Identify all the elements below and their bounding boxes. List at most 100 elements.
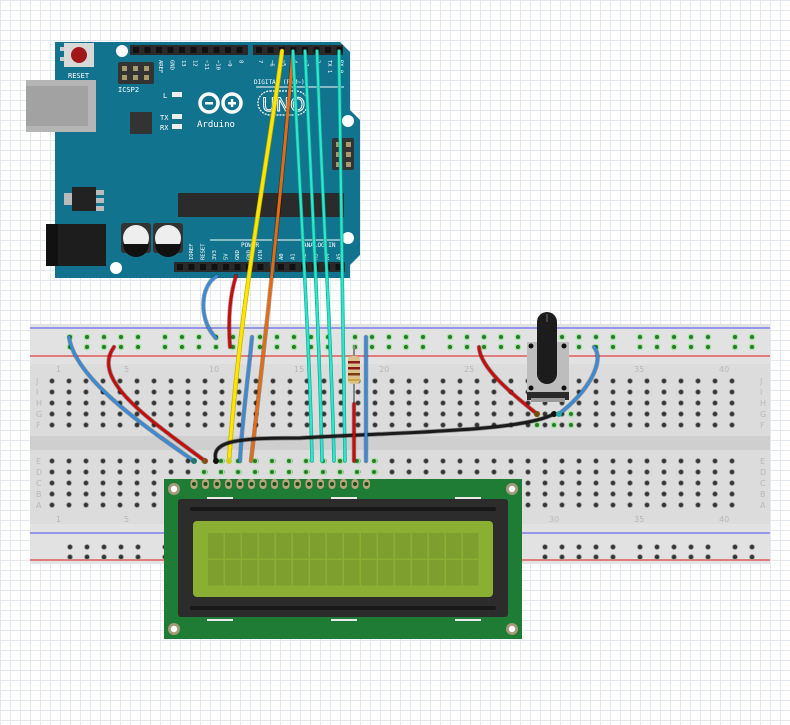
lcd-character-cell bbox=[463, 533, 479, 559]
column-number: 20 bbox=[379, 365, 389, 374]
breadboard-hole bbox=[695, 491, 701, 497]
breadboard-hole bbox=[712, 389, 718, 395]
header-pin[interactable] bbox=[256, 47, 262, 53]
breadboard-hole bbox=[185, 378, 191, 384]
breadboard-hole bbox=[219, 411, 225, 417]
lcd-character-cell bbox=[361, 560, 377, 586]
breadboard-hole bbox=[712, 400, 718, 406]
breadboard-hole bbox=[168, 422, 174, 428]
breadboard-hole bbox=[338, 411, 344, 417]
wire-5v-to-rail[interactable] bbox=[201, 273, 220, 341]
breadboard-hole bbox=[185, 469, 191, 475]
pin-label: ~10 bbox=[215, 60, 221, 70]
breadboard-hole bbox=[644, 389, 650, 395]
header-pin[interactable] bbox=[325, 47, 331, 53]
header-pin[interactable] bbox=[225, 47, 231, 53]
breadboard-hole bbox=[610, 458, 616, 464]
breadboard-hole bbox=[610, 400, 616, 406]
rail-hole bbox=[542, 554, 548, 560]
row-letter: J bbox=[759, 377, 762, 386]
lcd-character-cell bbox=[310, 560, 326, 586]
wire-lcd-vdd-to-5v[interactable] bbox=[106, 344, 208, 464]
potentiometer-knob[interactable] bbox=[537, 312, 557, 384]
breadboard-hole bbox=[644, 480, 650, 486]
header-pin[interactable] bbox=[236, 47, 243, 53]
breadboard-hole bbox=[355, 411, 361, 417]
wire-pin3-to-lcd-d6[interactable] bbox=[315, 49, 336, 463]
header-pin[interactable] bbox=[133, 47, 139, 53]
breadboard-hole bbox=[474, 378, 480, 384]
header-pin[interactable] bbox=[188, 264, 195, 270]
wire-pin5-to-lcd-d4[interactable] bbox=[291, 49, 314, 463]
wire-pin4-to-lcd-d5[interactable] bbox=[303, 49, 324, 463]
lcd-character-cell bbox=[446, 560, 462, 586]
breadboard-hole bbox=[168, 411, 174, 417]
reset-button[interactable] bbox=[60, 43, 94, 67]
breadboard-hole bbox=[610, 480, 616, 486]
header-pin[interactable] bbox=[335, 264, 342, 270]
breadboard-hole bbox=[100, 378, 106, 384]
rail-hole bbox=[84, 544, 90, 550]
column-number: 5 bbox=[124, 515, 129, 524]
pin-label: 12 bbox=[192, 60, 198, 67]
header-pin[interactable] bbox=[177, 264, 183, 270]
breadboard-hole bbox=[576, 422, 582, 428]
breadboard-hole bbox=[593, 469, 599, 475]
reset-label: RESET bbox=[68, 72, 90, 80]
lcd-character-cell bbox=[276, 533, 292, 559]
wire-lcd-vss-to-gnd[interactable] bbox=[66, 334, 197, 464]
rail-hole bbox=[84, 554, 90, 560]
column-number: 25 bbox=[464, 365, 474, 374]
header-pin[interactable] bbox=[200, 264, 206, 270]
breadboard-hole bbox=[287, 400, 293, 406]
row-letter: G bbox=[36, 410, 42, 419]
breadboard-hole bbox=[66, 422, 72, 428]
row-letter: C bbox=[760, 479, 766, 488]
header-pin[interactable] bbox=[213, 47, 220, 53]
breadboard-hole bbox=[100, 469, 106, 475]
header-pin[interactable] bbox=[179, 47, 185, 53]
breadboard-hole bbox=[100, 502, 106, 508]
breadboard-hole bbox=[576, 458, 582, 464]
breadboard-hole bbox=[185, 400, 191, 406]
header-pin[interactable] bbox=[211, 264, 218, 270]
header-pin[interactable] bbox=[267, 47, 274, 53]
breadboard-hole bbox=[202, 422, 208, 428]
resistor[interactable] bbox=[348, 345, 360, 405]
breadboard-hole bbox=[627, 502, 633, 508]
wire-pot-to-gnd[interactable] bbox=[556, 344, 600, 417]
breadboard-hole bbox=[134, 480, 140, 486]
wire-pin2-to-lcd-d7[interactable] bbox=[337, 49, 347, 463]
header-pin[interactable] bbox=[223, 264, 229, 270]
power-header bbox=[174, 262, 270, 272]
header-pin[interactable] bbox=[167, 47, 174, 53]
lcd-character-cell bbox=[429, 560, 445, 586]
breadboard-hole bbox=[270, 422, 276, 428]
breadboard-hole bbox=[83, 378, 89, 384]
wire-pin11-to-lcd-e[interactable] bbox=[248, 48, 296, 464]
breadboard-hole bbox=[100, 458, 106, 464]
header-pin[interactable] bbox=[289, 264, 296, 270]
lcd-character-cell bbox=[259, 560, 275, 586]
potentiometer[interactable] bbox=[527, 312, 569, 402]
wire-pin12-to-lcd-rs[interactable] bbox=[226, 48, 285, 464]
header-pin[interactable] bbox=[202, 47, 208, 53]
header-pin[interactable] bbox=[190, 47, 197, 53]
header-pin[interactable] bbox=[234, 264, 241, 270]
header-pin[interactable] bbox=[156, 47, 162, 53]
breadboard-hole bbox=[423, 422, 429, 428]
rail-hole bbox=[688, 554, 694, 560]
breadboard-hole bbox=[423, 458, 429, 464]
rail-hole bbox=[576, 554, 582, 560]
wire-endpoint bbox=[556, 411, 562, 417]
pin-label: A3 bbox=[314, 253, 320, 260]
wire-lcd-v0-to-pot[interactable] bbox=[213, 411, 557, 464]
pin-label: GND bbox=[169, 60, 175, 70]
wire-gnd-to-rail[interactable] bbox=[227, 273, 239, 350]
breadboard-hole bbox=[66, 491, 72, 497]
wire-pot-to-5v[interactable] bbox=[476, 344, 540, 417]
header-pin[interactable] bbox=[278, 264, 284, 270]
header-pin[interactable] bbox=[144, 47, 151, 53]
wire-lcd-rw-to-gnd[interactable] bbox=[237, 334, 255, 464]
header-pin[interactable] bbox=[257, 264, 264, 270]
